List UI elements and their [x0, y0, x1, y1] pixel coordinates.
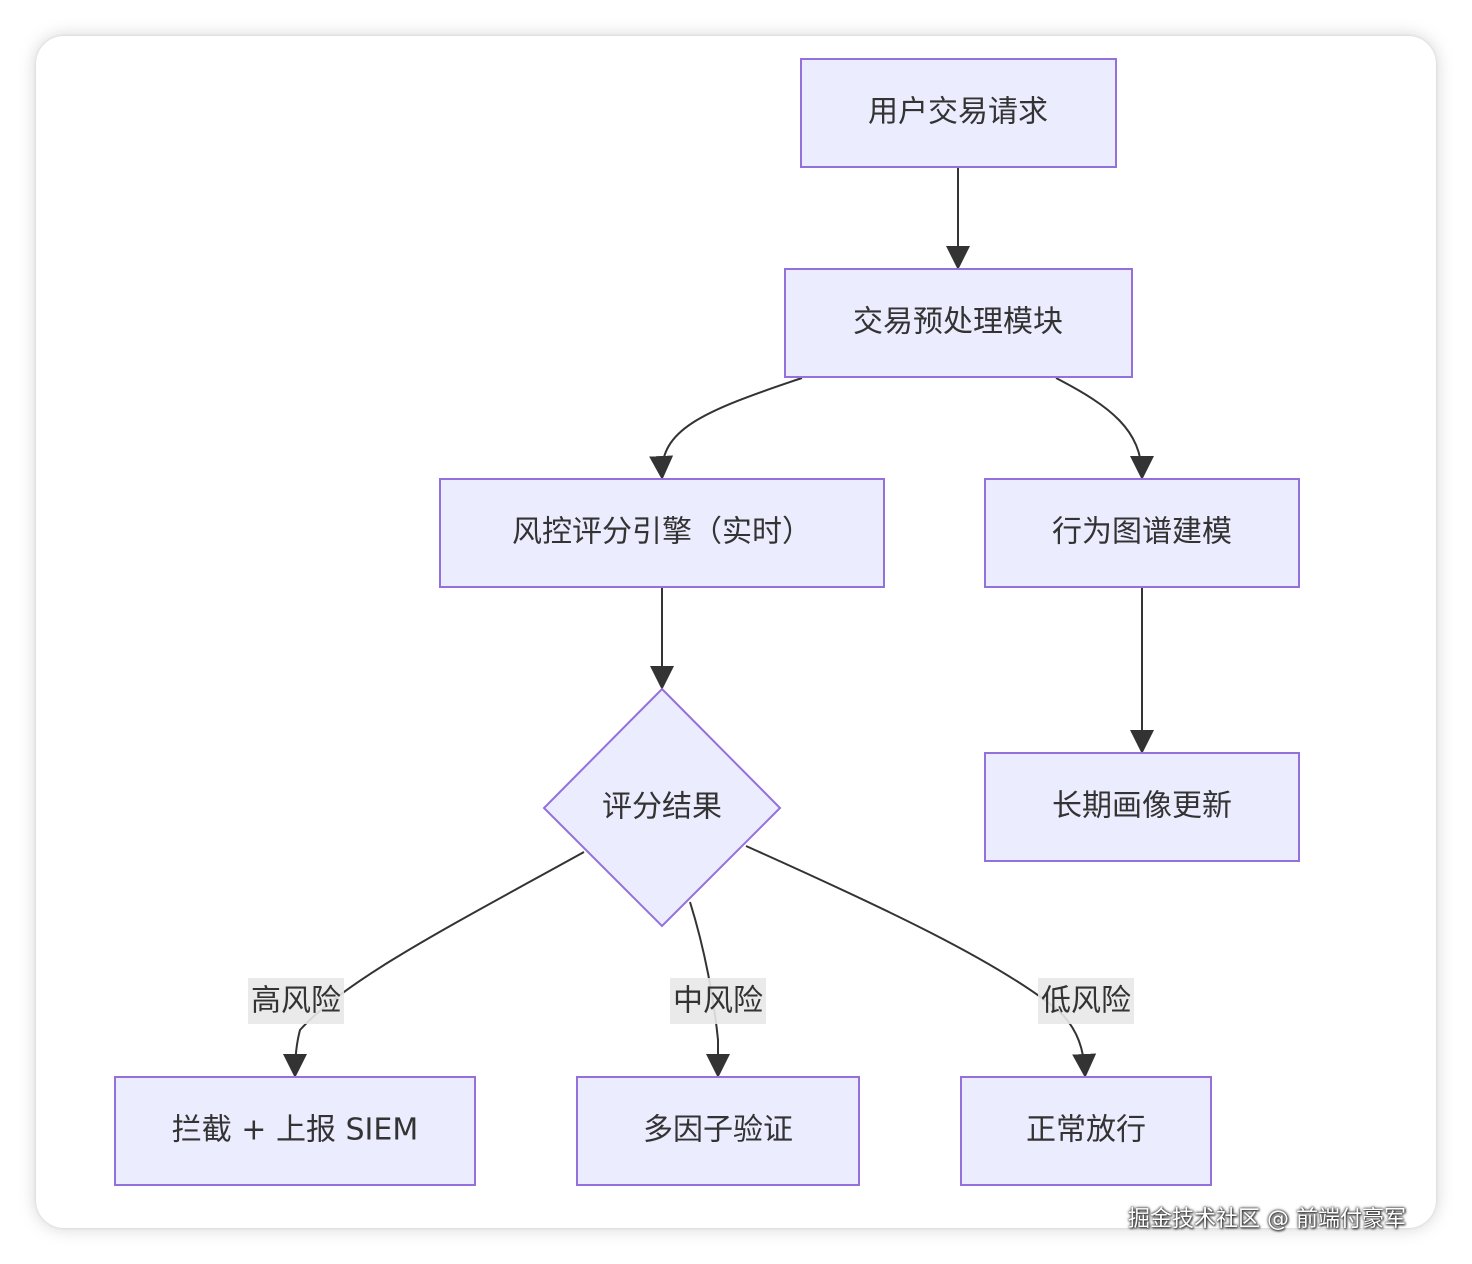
node-mfa-label: 多因子验证 [643, 1113, 793, 1148]
node-allow-label: 正常放行 [1026, 1113, 1146, 1148]
node-mfa: 多因子验证 [576, 1076, 860, 1186]
node-risk-engine: 风控评分引擎（实时） [439, 478, 885, 588]
node-score-result-label: 评分结果 [602, 790, 722, 825]
node-preprocess-label: 交易预处理模块 [853, 305, 1063, 340]
edge-label-medium: 中风险 [670, 978, 766, 1024]
edge-label-low-text: 低风险 [1041, 984, 1131, 1019]
edge-score-to-allow [745, 845, 1097, 1078]
edge-label-low: 低风险 [1038, 978, 1134, 1024]
node-score-result: 评分结果 [542, 687, 782, 928]
node-profile-update: 长期画像更新 [984, 752, 1300, 862]
watermark: 掘金技术社区 @ 前端付豪军 [1128, 1207, 1406, 1232]
diagram-card [36, 36, 1436, 1228]
node-block-report: 拦截 + 上报 SIEM [114, 1076, 476, 1186]
node-behavior-graph-label: 行为图谱建模 [1052, 515, 1232, 550]
node-user-request-label: 用户交易请求 [868, 95, 1048, 130]
node-preprocess: 交易预处理模块 [784, 268, 1133, 378]
node-risk-engine-label: 风控评分引擎（实时） [512, 515, 812, 550]
node-behavior-graph: 行为图谱建模 [984, 478, 1300, 588]
edge-score-to-block [283, 851, 585, 1078]
edge-label-high-text: 高风险 [251, 984, 341, 1019]
node-allow: 正常放行 [960, 1076, 1212, 1186]
edge-label-high: 高风险 [248, 978, 344, 1024]
node-profile-update-label: 长期画像更新 [1052, 789, 1232, 824]
edge-label-medium-text: 中风险 [673, 984, 763, 1019]
edge-preprocess-to-risk-engine [649, 377, 803, 480]
node-block-report-label: 拦截 + 上报 SIEM [172, 1113, 418, 1148]
node-user-request: 用户交易请求 [800, 58, 1117, 168]
edge-preprocess-to-behavior-graph [1055, 377, 1154, 480]
